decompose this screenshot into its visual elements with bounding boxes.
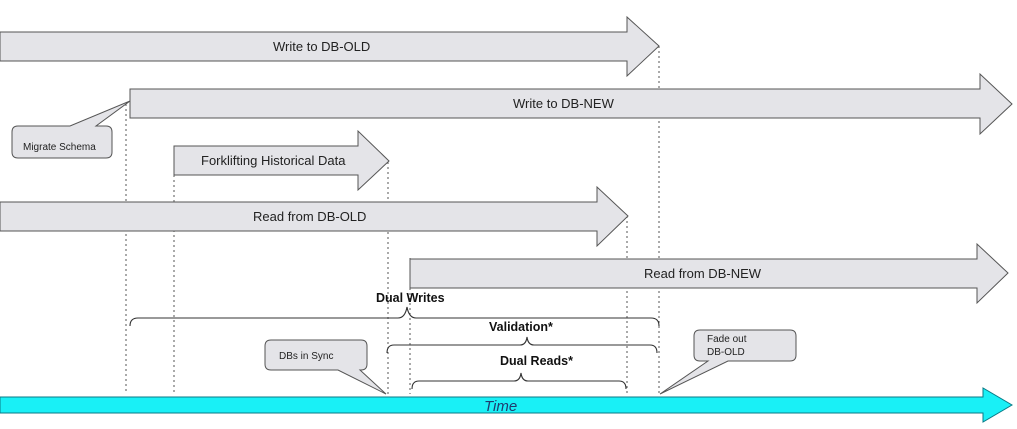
label-write-to-db-old: Write to DB-OLD bbox=[273, 39, 371, 54]
callout-migrate-schema bbox=[11, 100, 131, 159]
label-read-from-db-old: Read from DB-OLD bbox=[253, 209, 367, 224]
arrow-read-from-db-old bbox=[0, 185, 629, 248]
callout-fade-out-db-old bbox=[659, 329, 797, 395]
label-forklifting-historical-data: Forklifting Historical Data bbox=[201, 153, 346, 168]
brace-dual-reads bbox=[411, 372, 627, 390]
arrow-forklifting-historical-data bbox=[173, 129, 390, 192]
arrow-write-to-db-new bbox=[129, 72, 1013, 136]
arrow-write-to-db-old bbox=[0, 15, 660, 78]
label-time: Time bbox=[484, 398, 518, 415]
callout-dbs-in-sync bbox=[264, 339, 387, 395]
brace-validation bbox=[386, 336, 658, 354]
label-fade-out-line2: DB-OLD bbox=[707, 347, 745, 358]
timeline-arrow bbox=[0, 387, 1013, 423]
arrow-read-from-db-new bbox=[409, 242, 1009, 305]
label-migrate-schema: Migrate Schema bbox=[23, 142, 96, 153]
label-dual-writes: Dual Writes bbox=[376, 291, 445, 305]
label-dual-reads: Dual Reads* bbox=[500, 354, 573, 368]
label-write-to-db-new: Write to DB-NEW bbox=[513, 96, 614, 111]
label-read-from-db-new: Read from DB-NEW bbox=[644, 266, 762, 281]
brace-dual-writes bbox=[129, 306, 660, 327]
label-fade-out-line1: Fade out bbox=[707, 334, 747, 345]
label-dbs-in-sync: DBs in Sync bbox=[279, 351, 334, 362]
label-validation: Validation* bbox=[489, 320, 553, 334]
